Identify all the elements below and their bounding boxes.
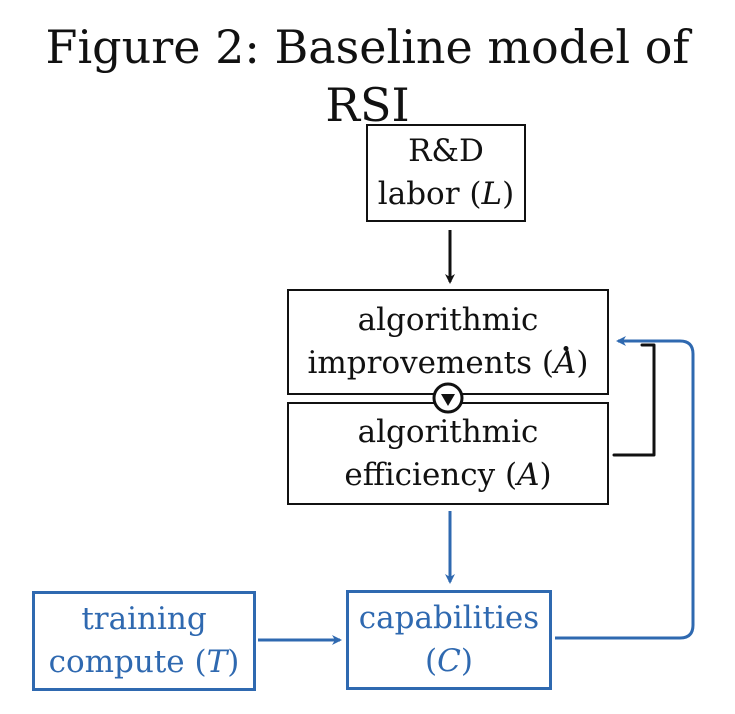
rd-labor-box: R&D labor (L) bbox=[366, 124, 526, 222]
training-compute-variable: T bbox=[206, 644, 228, 680]
training-compute-line1: training bbox=[81, 601, 207, 637]
integration-down-icon bbox=[432, 382, 464, 414]
arrow-capabilities-to-improvements bbox=[555, 336, 695, 640]
rd-labor-line1: R&D bbox=[408, 133, 484, 169]
algorithmic-improvements-line2: improvements (A) bbox=[307, 342, 588, 385]
algorithmic-improvements-box: algorithmic improvements (A) bbox=[287, 289, 609, 395]
rd-labor-line2: labor (L) bbox=[377, 176, 515, 212]
algorithmic-efficiency-line1: algorithmic bbox=[357, 413, 539, 450]
algorithmic-efficiency-line2: efficiency (A) bbox=[344, 456, 552, 493]
capabilities-line2: (C) bbox=[425, 643, 473, 679]
capabilities-line1: capabilities bbox=[358, 600, 540, 636]
algorithmic-improvements-variable: A bbox=[554, 342, 576, 385]
rd-labor-variable: L bbox=[481, 176, 503, 212]
training-compute-line2: compute (T) bbox=[48, 644, 240, 680]
training-compute-text: compute bbox=[48, 644, 185, 680]
capabilities-box: capabilities (C) bbox=[346, 590, 552, 690]
algorithmic-efficiency-text: efficiency bbox=[344, 456, 496, 493]
rd-labor-text: labor bbox=[377, 176, 460, 212]
algorithmic-efficiency-box: algorithmic efficiency (A) bbox=[287, 402, 609, 505]
figure-title: Figure 2: Baseline model of RSI bbox=[45, 20, 690, 132]
algorithmic-efficiency-variable: A bbox=[517, 456, 540, 493]
algorithmic-improvements-text: improvements bbox=[307, 345, 533, 381]
training-compute-box: training compute (T) bbox=[32, 591, 256, 691]
capabilities-variable: C bbox=[437, 643, 461, 679]
bracket-improvements-efficiency bbox=[612, 343, 656, 457]
algorithmic-improvements-line1: algorithmic bbox=[357, 302, 539, 338]
